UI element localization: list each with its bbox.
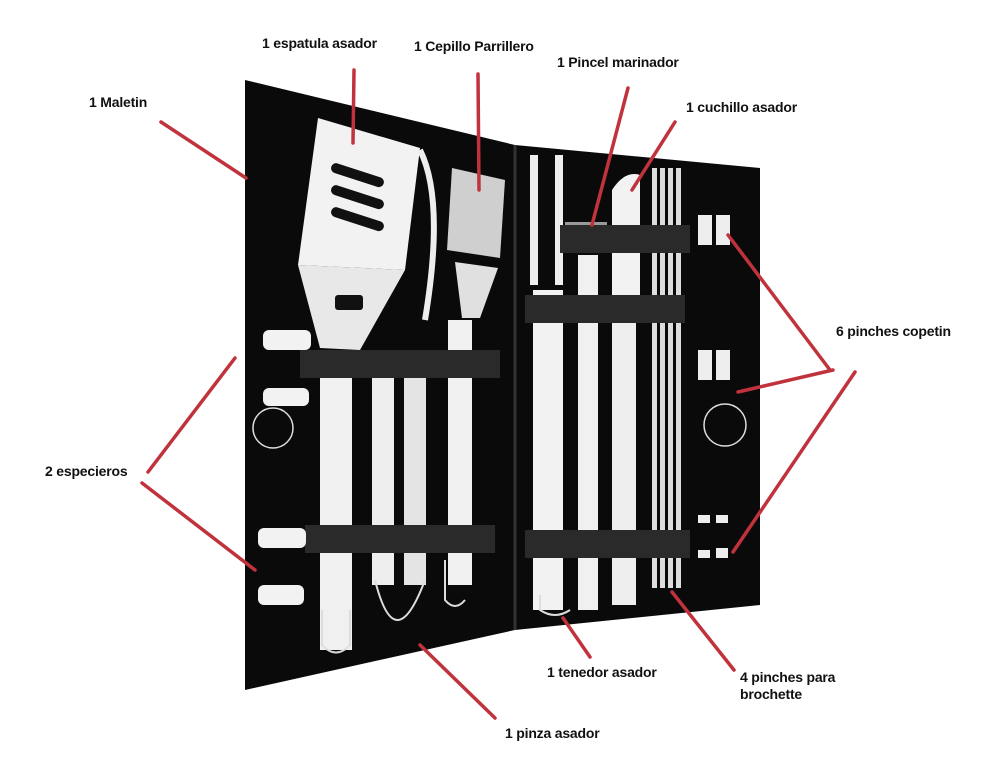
leader-line-espatula <box>351 68 356 145</box>
label-pincel: 1 Pincel marinador <box>557 54 679 70</box>
leader-line-cuchillo <box>630 120 677 192</box>
spatula-tool <box>298 118 420 654</box>
skewers-tool <box>652 168 681 588</box>
leader-line-cepillo <box>476 72 481 192</box>
leader-line-pinza <box>418 643 497 720</box>
leader-lines <box>140 68 857 720</box>
leader-line-brochette <box>670 590 736 672</box>
label-pinza: 1 pinza asador <box>505 725 600 741</box>
cocktail-picks <box>698 215 747 558</box>
leader-line-maletin <box>159 120 248 180</box>
label-cuchillo: 1 cuchillo asador <box>686 99 797 115</box>
case-right-panel <box>515 145 760 630</box>
leader-line-copetin-2 <box>736 368 835 394</box>
leader-line-tenedor <box>561 616 592 659</box>
label-maletin: 1 Maletin <box>89 94 148 110</box>
leader-line-copetin-3 <box>731 370 857 554</box>
label-brochette: 4 pinches para brochette <box>740 669 836 702</box>
leader-line-especieros-2 <box>140 481 257 572</box>
label-tenedor: 1 tenedor asador <box>547 664 657 680</box>
leader-line-especieros-1 <box>146 356 237 474</box>
leader-line-pincel <box>590 86 630 227</box>
label-especieros: 2 especieros <box>45 463 128 479</box>
label-espatula: 1 espatula asador <box>262 35 377 51</box>
leader-line-copetin-1 <box>726 233 832 372</box>
spice-shakers <box>252 330 311 605</box>
label-copetin: 6 pinches copetin <box>836 323 951 339</box>
case-straps <box>300 225 690 558</box>
label-cepillo: 1 Cepillo Parrillero <box>414 38 534 54</box>
